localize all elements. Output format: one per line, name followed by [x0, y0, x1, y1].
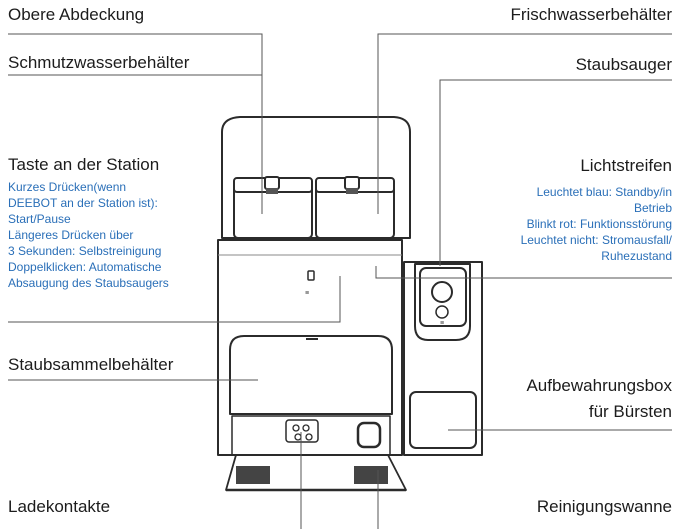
station-button-desc-line: Absaugung des Staubsaugers: [8, 276, 169, 290]
leader-fresh-water: [377, 33, 672, 214]
light-strip-description: Leuchtet blau: Standby/in Betrieb Blinkt…: [521, 184, 672, 264]
station-button-shape: [307, 270, 315, 281]
dust-bag-door-shape: [229, 335, 393, 415]
leader-top-cover: [8, 33, 263, 130]
svg-text:≡: ≡: [305, 290, 309, 297]
label-top-cover: Obere Abdeckung: [8, 5, 145, 24]
label-charging-contacts: Ladekontakte: [8, 497, 111, 516]
station-button-desc-line: DEEBOT an der Station ist):: [8, 196, 158, 210]
label-wash-tray: Reinigungswanne: [536, 497, 672, 516]
station-button-desc-line: 3 Sekunden: Selbstreinigung: [8, 244, 162, 258]
top-cover-shape: [221, 116, 411, 239]
station-button-desc-line: Doppelklicken: Automatische: [8, 260, 162, 274]
station-button-desc-line: Längeres Drücken über: [8, 228, 134, 242]
light-strip-desc-line: Leuchtet blau: Standby/in: [536, 185, 672, 199]
station-button-description: Kurzes Drücken(wenn DEEBOT an der Statio…: [8, 179, 169, 291]
leader-station-button: [8, 276, 341, 323]
leader-dirty-water: [8, 74, 263, 214]
label-vacuum: Staubsauger: [575, 55, 672, 74]
brush-roller-shape: [356, 421, 382, 449]
light-strip-desc-line: Leuchtet nicht: Stromausfall/: [520, 233, 672, 247]
station-button-desc-line: Start/Pause: [8, 212, 71, 226]
label-brush-box-line1: Aufbewahrungsbox: [526, 376, 672, 395]
label-dirty-water-tank: Schmutzwasserbehälter: [8, 53, 190, 72]
brush-box-shape: [409, 391, 477, 449]
leader-vacuum: [439, 79, 672, 266]
light-strip-desc-line: Betrieb: [633, 201, 672, 215]
light-strip-desc-line: Blinkt rot: Funktionsstörung: [526, 217, 672, 231]
dirty-water-tank-shape: [233, 176, 313, 239]
label-brush-box-line2: für Bürsten: [588, 402, 672, 421]
light-strip-desc-line: Ruhezustand: [601, 249, 672, 263]
label-brush-box: Aufbewahrungsbox für Bürsten: [526, 376, 672, 422]
label-light-strip: Lichtstreifen: [580, 156, 672, 175]
label-station-button: Taste an der Station: [8, 155, 160, 174]
right-column-shape: [403, 261, 483, 456]
fresh-water-tank-shape: [315, 176, 395, 239]
svg-text:≡: ≡: [440, 320, 444, 327]
charging-contacts-shape: [285, 419, 319, 443]
station-button-desc-line: Kurzes Drücken(wenn: [8, 180, 127, 194]
vacuum-shape: [414, 263, 471, 341]
station-body-shape: [217, 239, 403, 456]
light-strip-shape: [431, 281, 453, 303]
label-fresh-water-tank: Frischwasserbehälter: [510, 5, 672, 24]
leader-light-strip: [375, 266, 672, 279]
label-dust-bag: Staubsammelbehälter: [8, 355, 174, 374]
